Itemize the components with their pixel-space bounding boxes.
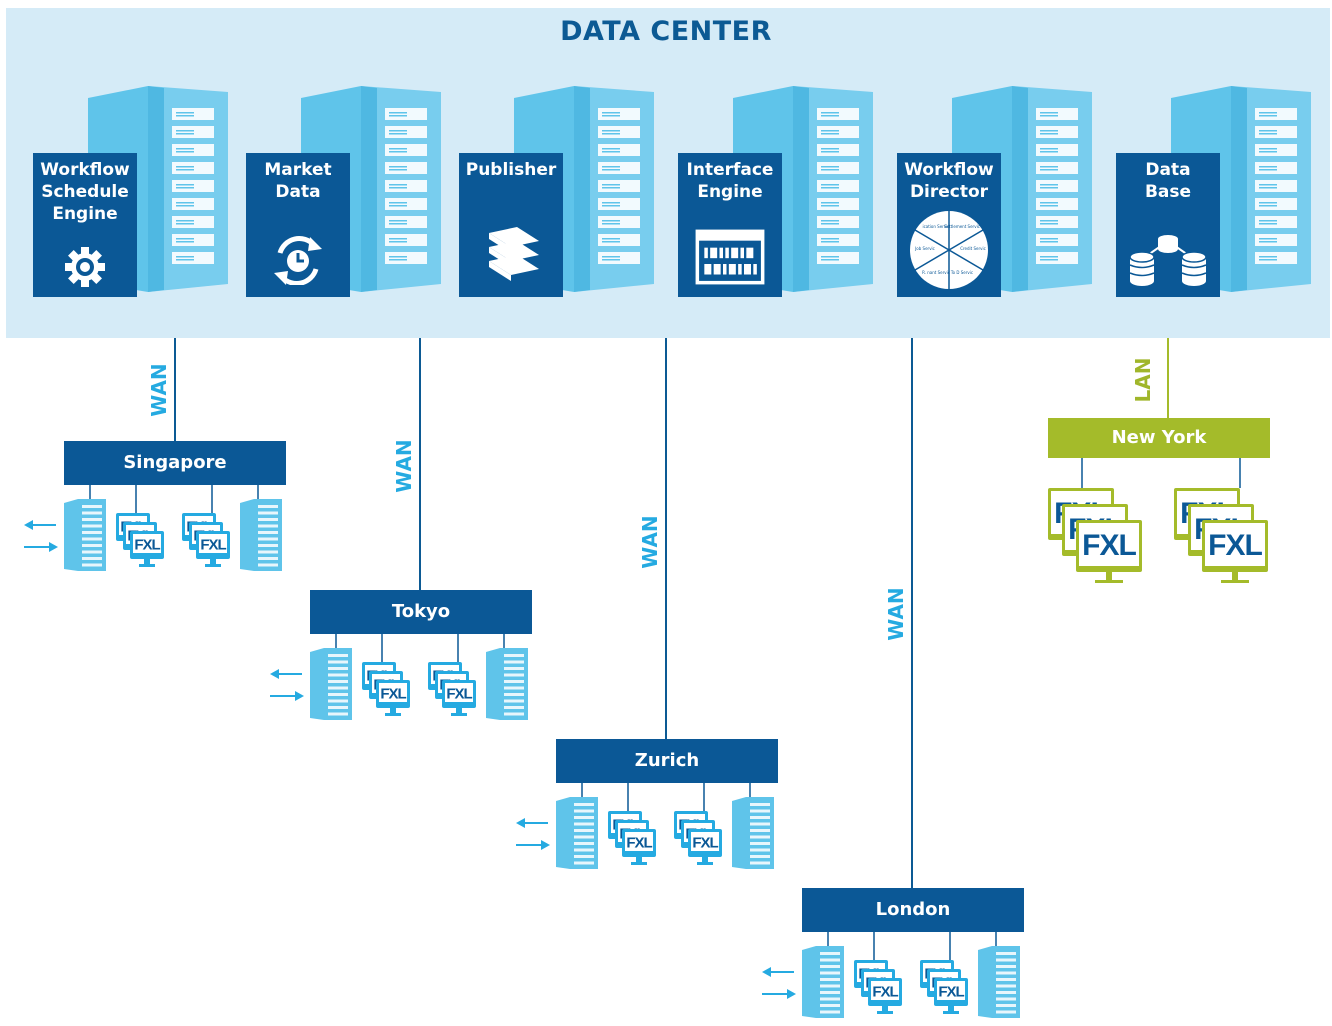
wan-label: WAN bbox=[884, 587, 908, 641]
data-flow-arrows-icon bbox=[24, 517, 58, 557]
wheel-label: Settlement Servic bbox=[944, 224, 980, 229]
gear-icon bbox=[65, 247, 105, 287]
wheel-label: Credit Servic bbox=[960, 246, 986, 251]
data-flow-arrows-icon bbox=[762, 964, 796, 1004]
service-label: Publisher bbox=[465, 160, 557, 180]
svg-text:FXL: FXL bbox=[872, 984, 898, 1001]
lan-label: LAN bbox=[1131, 357, 1155, 403]
service-label: Data Base bbox=[1144, 160, 1192, 202]
service-data-base: Data Base bbox=[1116, 153, 1220, 297]
site-zurich: Zurich bbox=[556, 739, 778, 783]
wheel-label: R. nant Servic bbox=[922, 270, 950, 275]
svg-text:FXL: FXL bbox=[692, 835, 718, 852]
service-label: Workflow Schedule Engine bbox=[40, 160, 130, 224]
lan-line-new-york bbox=[1167, 338, 1169, 418]
refresh-clock-icon bbox=[274, 236, 322, 285]
wheel-label: To D Servic bbox=[950, 270, 973, 275]
binary-window-icon bbox=[695, 229, 765, 285]
wan-line-zurich bbox=[665, 338, 667, 739]
data-center-title: DATA CENTER bbox=[560, 16, 772, 47]
service-label: Market Data bbox=[264, 160, 332, 202]
site-equipment: FXL FXL FXL FXL FXL FXL bbox=[556, 783, 796, 877]
database-icon bbox=[1129, 235, 1207, 286]
service-market-data: Market Data bbox=[246, 153, 350, 297]
service-workflow-director: Workflow Director Settlement Servic Cred… bbox=[897, 153, 1001, 297]
svg-text:FXL: FXL bbox=[380, 686, 406, 703]
svg-text:FXL: FXL bbox=[134, 537, 160, 554]
wan-label: WAN bbox=[638, 515, 662, 569]
site-equipment: FXL FXL FXL FXL FXL FXL bbox=[64, 485, 304, 579]
data-flow-arrows-icon bbox=[516, 815, 550, 855]
wan-line-tokyo bbox=[419, 338, 421, 590]
site-tokyo: Tokyo bbox=[310, 590, 532, 634]
svg-text:FXL: FXL bbox=[1082, 529, 1136, 562]
pie-wheel-icon: Settlement Servic Credit Servic To D Ser… bbox=[910, 211, 988, 289]
data-flow-arrows-icon bbox=[270, 666, 304, 706]
site-equipment: FXL FXL FXL FXL FXL FXL bbox=[310, 634, 550, 728]
svg-text:FXL: FXL bbox=[200, 537, 226, 554]
site-equipment-new-york: FXL FXL FXL FXL FXL FXL bbox=[1048, 458, 1288, 602]
wan-line-singapore bbox=[174, 338, 176, 442]
svg-text:FXL: FXL bbox=[1208, 529, 1262, 562]
wan-label: WAN bbox=[392, 439, 416, 493]
service-label: Interface Engine bbox=[686, 160, 774, 202]
wheel-label: ication Servic bbox=[922, 224, 949, 229]
svg-text:FXL: FXL bbox=[446, 686, 472, 703]
site-new-york: New York bbox=[1048, 418, 1270, 458]
service-workflow-schedule-engine: Workflow Schedule Engine bbox=[33, 153, 137, 297]
service-publisher: Publisher bbox=[459, 153, 563, 297]
svg-text:FXL: FXL bbox=[626, 835, 652, 852]
wan-line-london bbox=[911, 338, 913, 888]
wan-label: WAN bbox=[147, 363, 171, 417]
service-label: Workflow Director bbox=[904, 160, 994, 202]
site-equipment: FXL FXL FXL FXL FXL FXL bbox=[802, 932, 1042, 1026]
svg-text:FXL: FXL bbox=[938, 984, 964, 1001]
wheel-label: Job Servic bbox=[914, 246, 935, 251]
service-interface-engine: Interface Engine bbox=[678, 153, 782, 297]
books-icon bbox=[489, 227, 539, 281]
site-london: London bbox=[802, 888, 1024, 932]
site-singapore: Singapore bbox=[64, 441, 286, 485]
